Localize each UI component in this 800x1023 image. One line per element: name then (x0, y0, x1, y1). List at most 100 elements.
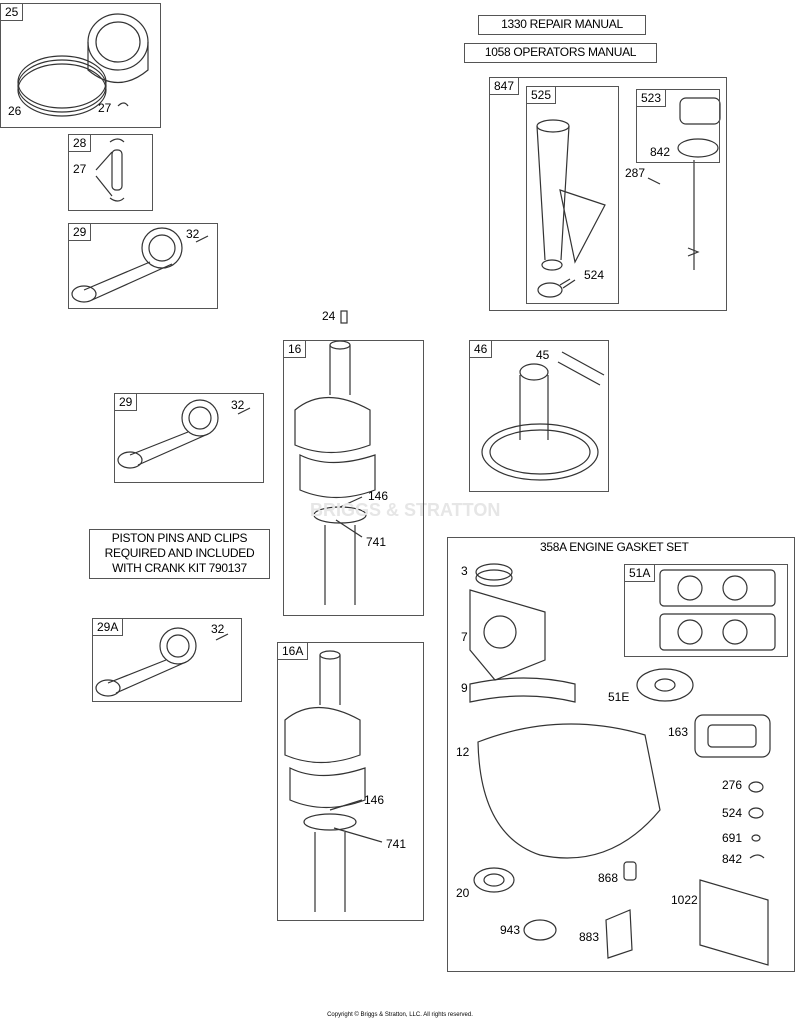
clip-icon (117, 102, 129, 107)
gasket-set-title: 358A ENGINE GASKET SET (540, 540, 689, 554)
box-label: 29 (69, 224, 92, 241)
callout-146: 146 (364, 793, 385, 807)
repair-manual-label: 1330 REPAIR MANUAL (478, 15, 646, 35)
cover-gasket-icon (699, 879, 769, 966)
gasket-set-box (447, 537, 795, 972)
part-box-525: 525 (526, 86, 619, 304)
callout-9: 9 (461, 681, 468, 695)
box-label: 29 (115, 394, 138, 411)
gasket-icon (605, 909, 633, 959)
part-box-28: 28 (68, 134, 153, 211)
box-label: 525 (527, 87, 557, 104)
callout-287: 287 (625, 166, 646, 180)
part-box-16A: 16A (277, 642, 424, 921)
bolt-icon (195, 235, 209, 243)
callout-276: 276 (722, 778, 743, 792)
operators-manual-label: 1058 OPERATORS MANUAL (464, 43, 657, 63)
note-box (89, 529, 270, 579)
part-box-523: 523 (636, 89, 720, 163)
bolt-icon (215, 633, 229, 641)
note-line-1: PISTON PINS AND CLIPS (111, 531, 248, 545)
callout-32: 32 (211, 622, 225, 636)
dipstick-icon (677, 97, 721, 270)
part-box-46: 46 (469, 340, 609, 492)
camshaft-gear-icon (481, 363, 599, 481)
callout-24: 24 (322, 309, 336, 323)
box-label: 847 (490, 78, 520, 95)
head-gasket-icon (469, 589, 546, 681)
note-line-3: WITH CRANK KIT 790137 (112, 561, 247, 575)
dipstick-tube-icon (536, 119, 606, 298)
watermark: BRIGGS & STRATTON (310, 500, 501, 520)
callout-842: 842 (650, 145, 671, 159)
callout-943: 943 (500, 923, 521, 937)
callout-27: 27 (73, 162, 87, 176)
connecting-rod-icon (95, 627, 197, 697)
clip-icon (109, 197, 125, 202)
gasket-icon (659, 569, 776, 651)
gasket-icon (694, 714, 771, 758)
seal-icon (748, 781, 764, 793)
callout-20: 20 (456, 886, 470, 900)
piston-rings-icon (17, 55, 107, 117)
copyright-notice: Copyright © Briggs & Stratton, LLC. All … (327, 1012, 473, 1018)
box-label: 25 (1, 4, 24, 21)
callout-883: 883 (579, 930, 600, 944)
callout-524: 524 (584, 268, 605, 282)
plug-icon (623, 861, 637, 881)
callout-27: 27 (98, 101, 112, 115)
callout-7: 7 (461, 630, 468, 644)
note-line-2: REQUIRED AND INCLUDED (104, 546, 255, 560)
callout-1022: 1022 (671, 893, 698, 907)
gasket-icon (469, 677, 576, 703)
callout-26: 26 (8, 104, 22, 118)
part-box-25: 25 (0, 3, 161, 128)
oring-icon (751, 834, 761, 842)
part-box-16: 16 (283, 340, 424, 616)
crankshaft-icon (284, 650, 366, 912)
callout-32: 32 (186, 227, 200, 241)
callout-741: 741 (386, 837, 407, 851)
callout-45: 45 (536, 348, 550, 362)
callout-163: 163 (668, 725, 689, 739)
callout-3: 3 (461, 564, 468, 578)
seal-icon (475, 563, 513, 581)
box-label: 29A (93, 619, 124, 636)
piston-pin-icon (111, 149, 123, 191)
connecting-rod-icon (71, 227, 183, 303)
callout-741: 741 (366, 535, 387, 549)
piston-icon (87, 13, 149, 83)
bolt-icon (237, 407, 251, 415)
clip-icon (109, 138, 125, 143)
crankshaft-icon (294, 340, 376, 605)
part-box-29A: 29A (92, 618, 242, 702)
callout-842: 842 (722, 852, 743, 866)
pin-icon (557, 351, 605, 386)
callout-691: 691 (722, 831, 743, 845)
bolt-icon (647, 177, 661, 185)
box-label: 16A (278, 643, 309, 660)
oil-seal-icon (473, 867, 515, 893)
callout-12: 12 (456, 745, 470, 759)
box-label: 523 (637, 90, 667, 107)
callout-524: 524 (722, 806, 743, 820)
connecting-rod-icon (117, 399, 219, 469)
callout-868: 868 (598, 871, 619, 885)
crankcase-gasket-icon (477, 723, 661, 859)
part-box-29: 29 (68, 223, 218, 309)
box-label: 51A (625, 565, 656, 582)
part-box-51A: 51A (624, 564, 788, 657)
part-box-29: 29 (114, 393, 264, 483)
key-icon (340, 310, 348, 324)
callout-51E: 51E (608, 690, 630, 704)
box-label: 46 (470, 341, 493, 358)
box-label: 16 (284, 341, 307, 358)
part-box-847: 847 (489, 77, 727, 311)
oring-icon (523, 919, 557, 941)
clip-icon (749, 854, 765, 859)
seal-icon (748, 807, 764, 819)
callout-32: 32 (231, 398, 245, 412)
callout-146: 146 (368, 489, 389, 503)
gasket-icon (636, 668, 694, 702)
